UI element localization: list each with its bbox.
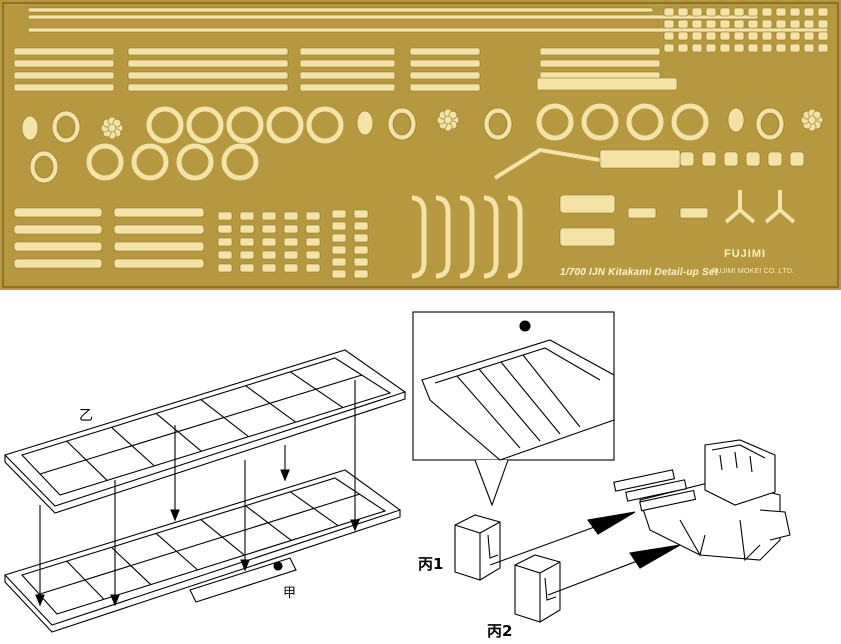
part-c2 <box>514 554 561 623</box>
label-part-c1: 丙1 <box>418 555 444 573</box>
inset-detail <box>412 311 615 507</box>
label-part-c2: 丙2 <box>487 622 513 640</box>
fret-maker: FUJIMI MOKEI CO.,LTD. <box>712 268 795 275</box>
label-upper-sprue: 乙 <box>79 408 93 424</box>
gun-mount <box>613 439 791 562</box>
assembly-diagram <box>3 311 791 633</box>
upper-sprue <box>3 349 407 514</box>
fret-title: 1/700 IJN Kitakami Detail-up Set <box>560 267 719 278</box>
fret-logo: FUJIMI <box>724 248 767 260</box>
etched-parts <box>13 7 829 279</box>
insertion-arrows <box>35 380 360 607</box>
photo-etch-fret <box>0 0 841 290</box>
label-lower-sprue: 甲 <box>283 586 297 601</box>
part-c1 <box>454 514 501 581</box>
lower-sprue <box>3 469 402 633</box>
